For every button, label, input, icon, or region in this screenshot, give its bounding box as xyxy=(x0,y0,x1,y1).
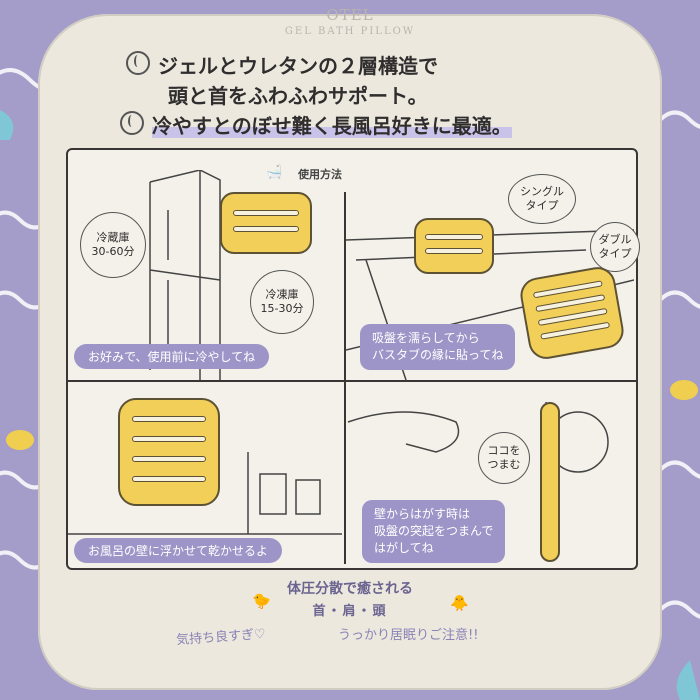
usage-title: 使用方法 xyxy=(298,168,342,181)
leaf-icon xyxy=(120,111,144,135)
headline-line-2: 頭と首をふわふわサポート。 xyxy=(168,84,428,108)
headline-line-3: 冷やすとのぼせ難く長風呂好きに最適。 xyxy=(120,110,512,139)
headline-line-1: ジェルとウレタンの２層構造で xyxy=(126,50,438,79)
single-pillow xyxy=(414,218,494,274)
leaf-icon xyxy=(126,51,150,75)
panel-4-caption: 壁からはがす時は 吸盤の突起をつまんで はがしてね xyxy=(362,500,506,563)
panel-1-caption: お好みで、使用前に冷やしてね xyxy=(74,344,270,369)
rubber-duck-icon: 🐥 xyxy=(450,594,469,612)
footer-line-2: 首・肩・頭 xyxy=(312,604,388,619)
fridge-time-badge: 冷蔵庫 30-60分 xyxy=(80,212,146,278)
freezer-time-badge: 冷凍庫 15-30分 xyxy=(250,270,314,334)
wall-pillow xyxy=(118,398,220,506)
bathtub-icon: 🛁 xyxy=(266,165,283,180)
bath-wall-illustration xyxy=(68,452,342,535)
duck-icon: 🐤 xyxy=(252,592,271,610)
pinch-label: ココを つまむ xyxy=(478,432,530,484)
brand-name: OTEL xyxy=(326,6,374,24)
pillow-illustration xyxy=(220,192,312,254)
panel-3-caption: お風呂の壁に浮かせて乾かせるよ xyxy=(74,538,283,563)
single-type-label: シングル タイプ xyxy=(508,174,576,224)
double-type-label: ダブル タイプ xyxy=(590,222,640,272)
divider-horizontal xyxy=(66,380,636,382)
footer-line-4: うっかり居眠りご注意!! xyxy=(338,628,479,643)
removal-pillow xyxy=(540,402,560,562)
brand-subtitle: GEL BATH PILLOW xyxy=(284,26,416,37)
fridge-illustration xyxy=(149,170,221,380)
panel-2-caption: 吸盤を濡らしてから バスタブの縁に貼ってね xyxy=(360,324,516,370)
footer-line-1: 体圧分散で癒される xyxy=(287,581,413,597)
double-pillow xyxy=(517,264,627,362)
divider-vertical xyxy=(344,192,346,564)
